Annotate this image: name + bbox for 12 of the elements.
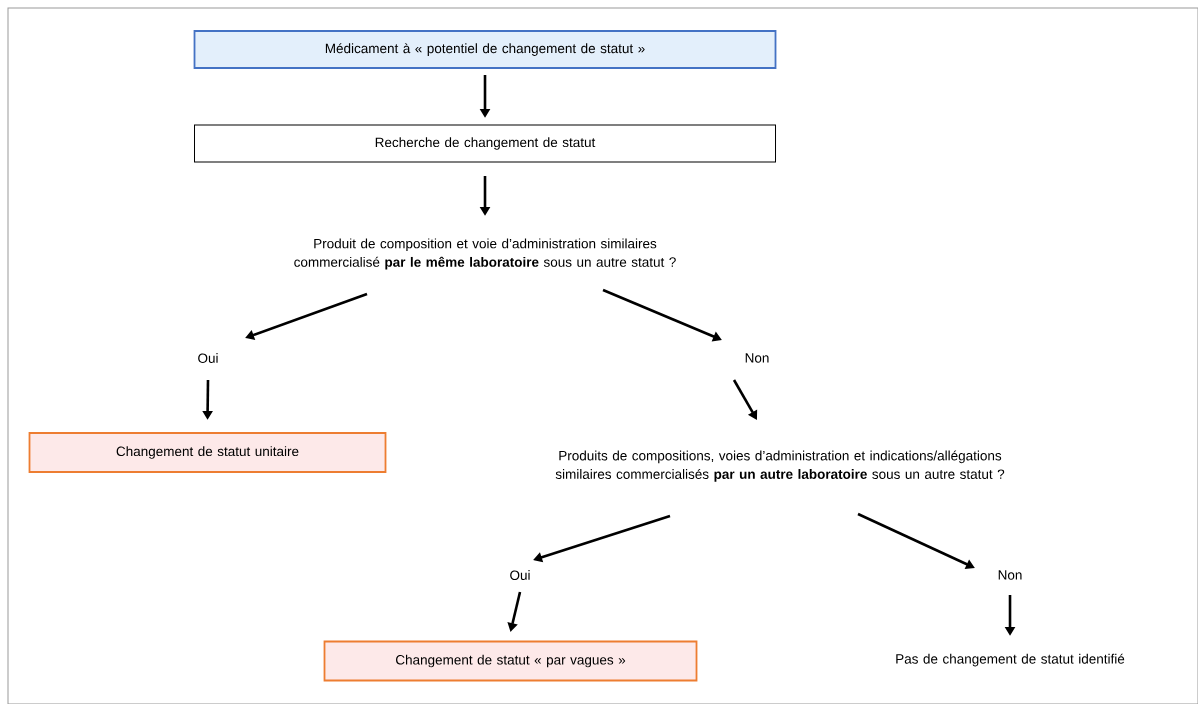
result-box: Changement de statut unitaire	[28, 432, 387, 473]
arrow	[732, 379, 758, 420]
result-box: Changement de statut « par vagues »	[323, 640, 698, 682]
process-box: Médicament à « potentiel de changement de statut »	[193, 30, 777, 69]
answer-label: Oui	[510, 570, 530, 580]
question-text: Produits de compositions, voies d’administration et indications/allégations similaires commercialisés par un autre laboratoire sous un autre statut ?	[555, 450, 1005, 482]
result-text: Pas de changement de statut identifié	[896, 653, 1125, 667]
question-text: Produit de composition et voie d’administration similaires commercialisé par le même laboratoire sous un autre statut ?	[294, 238, 676, 270]
answer-label: Non	[745, 353, 769, 363]
answer-label: Oui	[198, 353, 218, 363]
process-box: Recherche de changement de statut	[194, 124, 776, 163]
answer-label: Non	[998, 570, 1022, 580]
